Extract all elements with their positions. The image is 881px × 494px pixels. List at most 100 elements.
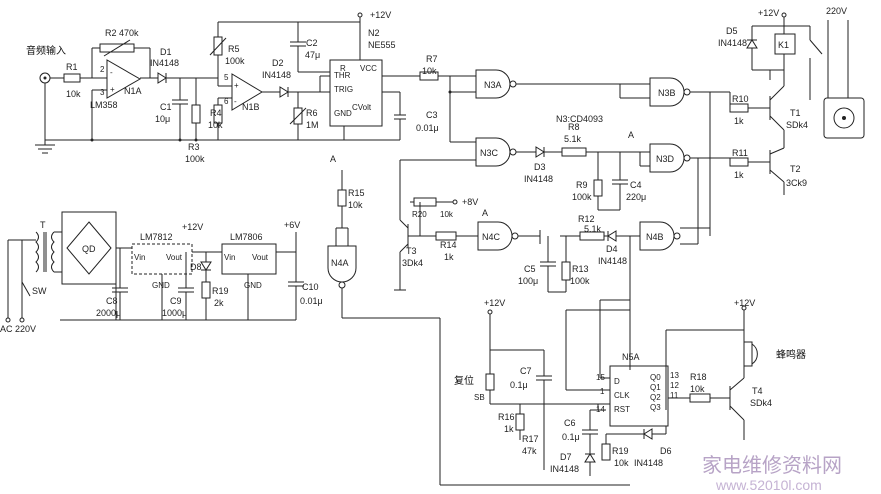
svg-text:Q1: Q1	[650, 383, 661, 392]
resistor-r9	[593, 179, 603, 197]
svg-text:T2: T2	[790, 164, 801, 174]
svg-text:0.01μ: 0.01μ	[416, 123, 439, 133]
resistor-r13	[561, 261, 571, 281]
svg-text:+12V: +12V	[370, 10, 391, 20]
svg-text:T3: T3	[406, 246, 417, 256]
svg-text:0.01μ: 0.01μ	[300, 296, 323, 306]
buzzer	[743, 341, 753, 367]
svg-text:+8V: +8V	[462, 197, 478, 207]
relay-contact	[809, 39, 823, 55]
svg-text:R14: R14	[440, 240, 457, 250]
svg-text:K1: K1	[778, 40, 789, 50]
timer-section: +12V 复位 SB C7 0.1μ R16 1k R17 47k D7 IN4…	[454, 298, 806, 476]
ne555-section: +12V C2 47μ N2 NE555 THR TRIG R VCC GND …	[290, 10, 476, 141]
svg-text:R15: R15	[348, 188, 365, 198]
svg-text:IN4148: IN4148	[598, 256, 627, 266]
resistor-r14	[435, 231, 457, 241]
resistor-r20	[413, 197, 437, 207]
svg-text:LM358: LM358	[90, 100, 118, 110]
svg-text:N1A: N1A	[124, 86, 142, 96]
resistor-r16	[515, 413, 525, 431]
svg-text:IN4148: IN4148	[718, 38, 747, 48]
svg-text:LM7812: LM7812	[140, 232, 173, 242]
logic-gates: N3A N3B N3C N3:CD4093 D3 IN4148 R8 5.1k …	[399, 69, 731, 310]
svg-text:N3:CD4093: N3:CD4093	[556, 114, 603, 124]
svg-text:D6: D6	[660, 446, 672, 456]
svg-text:C2: C2	[306, 38, 318, 48]
svg-text:R10: R10	[732, 94, 749, 104]
input-section: 音频输入 R1 10k R2 470k - + 2 3 N1A LM358 D1…	[26, 21, 360, 164]
reset-button-sb	[485, 373, 495, 391]
svg-text:+12V: +12V	[734, 298, 755, 308]
svg-text:D3: D3	[534, 162, 546, 172]
svg-text:1: 1	[600, 387, 605, 396]
svg-text:TRIG: TRIG	[334, 85, 353, 94]
svg-text:C4: C4	[630, 180, 642, 190]
opamp-n1a	[106, 59, 142, 99]
svg-text:+6V: +6V	[284, 220, 300, 230]
svg-text:SDk4: SDk4	[750, 398, 772, 408]
svg-text:Q0: Q0	[650, 373, 661, 382]
svg-text:C3: C3	[426, 110, 438, 120]
svg-text:100k: 100k	[570, 276, 590, 286]
svg-text:11: 11	[670, 391, 679, 400]
svg-text:1000μ: 1000μ	[162, 308, 187, 318]
svg-text:T1: T1	[790, 108, 801, 118]
resistor-r19b	[601, 443, 611, 461]
svg-text:R: R	[340, 64, 346, 73]
svg-text:N3D: N3D	[656, 154, 675, 164]
svg-text:5.1k: 5.1k	[564, 134, 582, 144]
svg-text:12: 12	[670, 381, 679, 390]
svg-text:N4B: N4B	[646, 232, 664, 242]
diode-d4	[607, 230, 617, 242]
svg-text:10k: 10k	[66, 89, 81, 99]
svg-text:5.1k: 5.1k	[584, 224, 602, 234]
diode-d5	[746, 39, 758, 49]
svg-text:GND: GND	[334, 109, 352, 118]
svg-text:R19: R19	[212, 286, 229, 296]
resistor-r1	[63, 73, 81, 83]
svg-text:T: T	[40, 220, 46, 230]
svg-text:IN4148: IN4148	[262, 70, 291, 80]
svg-text:Vout: Vout	[252, 253, 269, 262]
svg-text:R4: R4	[210, 108, 222, 118]
svg-text:1M: 1M	[306, 120, 319, 130]
svg-text:AC 220V: AC 220V	[0, 324, 36, 334]
svg-text:+: +	[110, 85, 115, 94]
svg-text:10k: 10k	[440, 210, 454, 219]
svg-text:NE555: NE555	[368, 40, 396, 50]
svg-text:47μ: 47μ	[305, 50, 320, 60]
resistor-r11	[729, 157, 749, 167]
svg-text:IN4148: IN4148	[524, 174, 553, 184]
svg-text:10k: 10k	[348, 200, 363, 210]
svg-text:0.1μ: 0.1μ	[562, 432, 580, 442]
bridge-rectifier-qd	[66, 221, 112, 275]
svg-text:GND: GND	[244, 281, 262, 290]
svg-text:R17: R17	[522, 434, 539, 444]
svg-text:R6: R6	[306, 108, 318, 118]
svg-text:N4A: N4A	[331, 258, 349, 268]
svg-text:C9: C9	[170, 296, 182, 306]
svg-text:LM7806: LM7806	[230, 232, 263, 242]
diode-d7	[584, 453, 596, 463]
svg-text:N5A: N5A	[622, 352, 640, 362]
resistor-r15	[337, 189, 347, 207]
svg-text:SW: SW	[32, 286, 47, 296]
diode-d1	[157, 72, 167, 84]
svg-text:C1: C1	[160, 102, 172, 112]
resistor-r3	[191, 104, 201, 124]
svg-text:复位: 复位	[454, 374, 474, 387]
svg-text:THR: THR	[334, 71, 351, 80]
power-supply: AC 220V SW T QD C8 2000μ LM7812 Vin Vout…	[0, 211, 323, 334]
svg-text:C8: C8	[106, 296, 118, 306]
svg-text:www.52010l.com: www.52010l.com	[715, 477, 822, 493]
svg-text:D: D	[614, 377, 620, 386]
resistor-r8	[561, 147, 587, 157]
svg-text:GND: GND	[152, 281, 170, 290]
svg-text:13: 13	[670, 371, 679, 380]
regulator-lm7806	[221, 243, 277, 275]
svg-text:Q3: Q3	[650, 403, 661, 412]
svg-text:10k: 10k	[614, 458, 629, 468]
svg-text:N3A: N3A	[484, 80, 502, 90]
